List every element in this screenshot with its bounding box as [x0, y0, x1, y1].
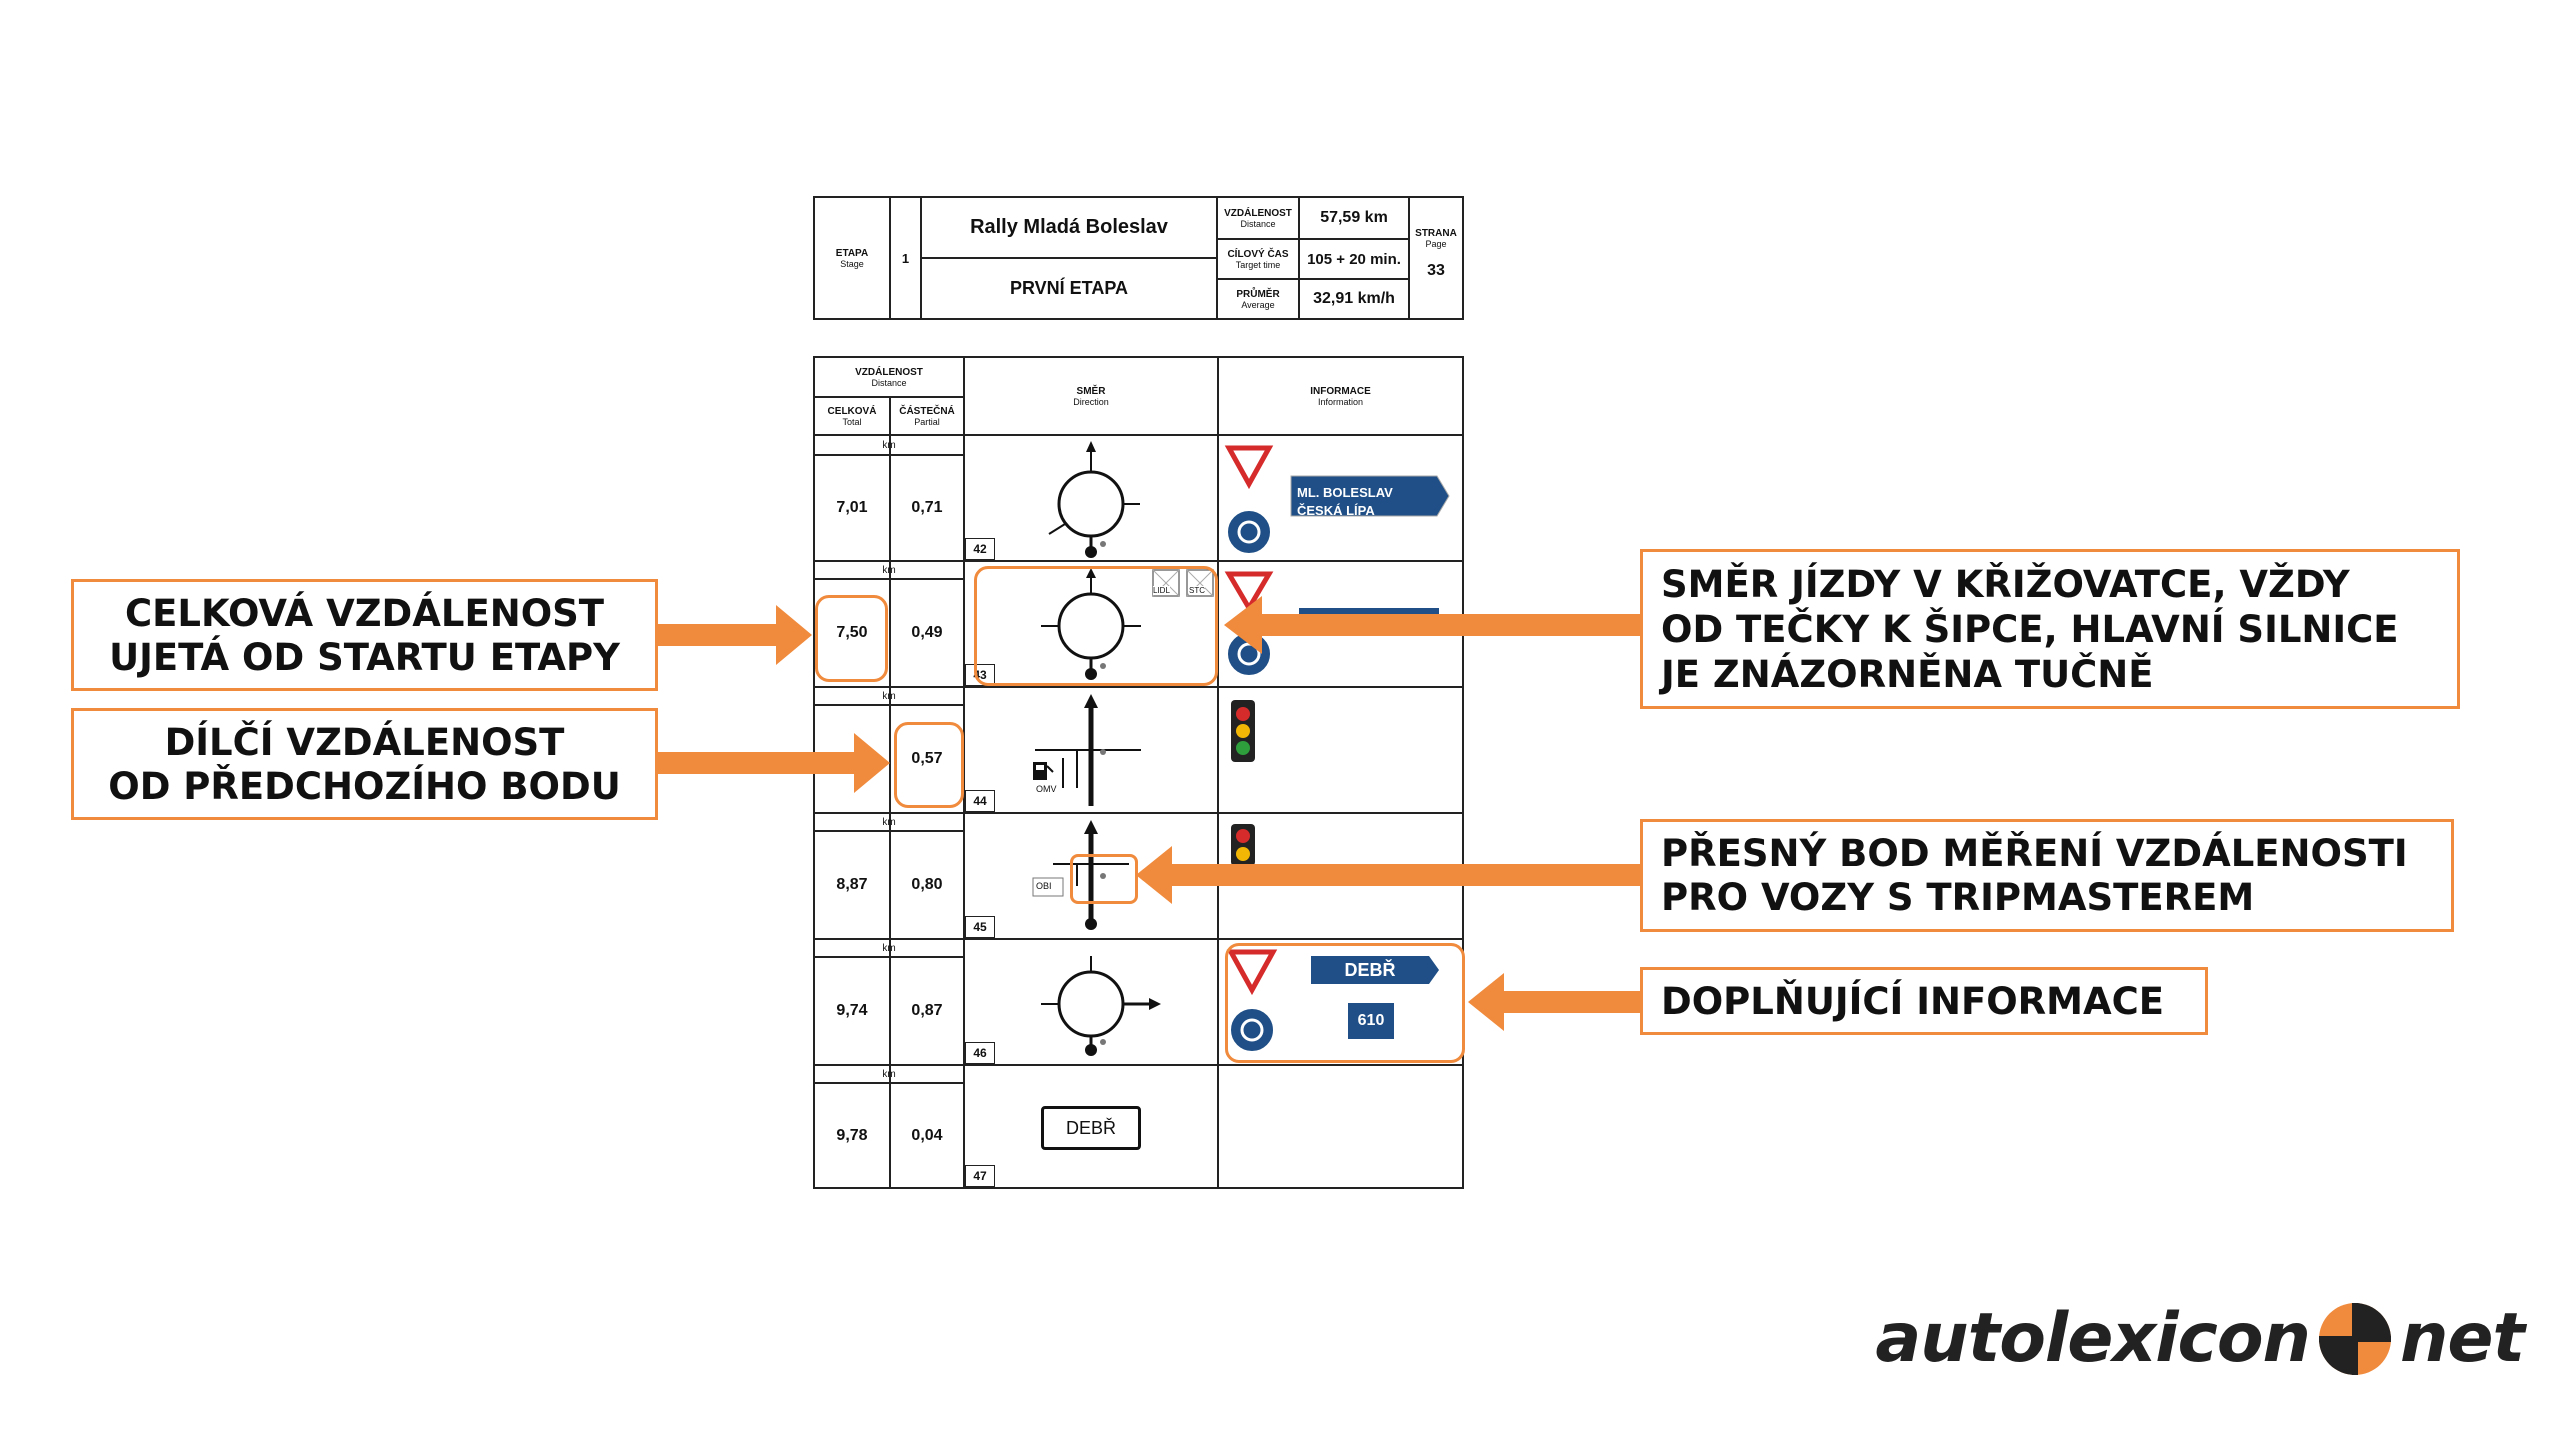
row-total: 7,01 — [836, 499, 868, 516]
etapa-value: 1 — [901, 250, 910, 266]
autolexicon-logo: autolexicon net — [1875, 1299, 2525, 1378]
unit-label: km — [882, 690, 896, 702]
callout-tripmaster: PŘESNÝ BOD MĚŘENÍ VZDÁLENOSTI PRO VOZY S… — [1640, 819, 2454, 932]
row-total: 8,87 — [836, 876, 868, 893]
row-partial: 0,49 — [911, 624, 943, 641]
road-number-sign: 610 — [1357, 1012, 1385, 1029]
direction-sign-text: ML. BOLESLAV ČESKÁ LÍPA — [1297, 485, 1393, 518]
distance-value: 57,59 km — [1320, 209, 1388, 226]
partial-highlight — [894, 722, 964, 808]
row-partial: 0,87 — [911, 1002, 943, 1019]
stage-name: PRVNÍ ETAPA — [1009, 278, 1129, 298]
row-index: 44 — [965, 790, 995, 812]
target-value: 105 + 20 min. — [1307, 250, 1401, 268]
traffic-light-icon — [1231, 700, 1255, 762]
roundabout-diagram — [1048, 441, 1140, 558]
obi-label: OBI — [1036, 881, 1052, 891]
stc-label: STC — [1189, 586, 1205, 595]
destination-sign: DEBŘ — [1344, 959, 1396, 980]
row-index: 42 — [965, 538, 995, 560]
junction-diagram — [1032, 820, 1129, 930]
callout-partial-distance: DÍLČÍ VZDÁLENOST OD PŘEDCHOZÍHO BODU — [71, 708, 658, 820]
direction-highlight — [974, 566, 1218, 686]
row-total: 7,50 — [836, 624, 868, 641]
page-value: 33 — [1427, 262, 1445, 279]
info-highlight — [1225, 943, 1465, 1063]
average-value: 32,91 km/h — [1313, 290, 1395, 307]
stage-header-table: ETAPA Stage 1 Rally Mladá Boleslav PRVNÍ… — [813, 196, 1464, 320]
row-partial: 0,71 — [911, 499, 943, 516]
unit-label: km — [882, 816, 896, 828]
yield-roundabout-signs — [1224, 445, 1450, 555]
traffic-light-icon — [1231, 824, 1255, 866]
row-index: 47 — [965, 1165, 995, 1187]
omv-label: OMV — [1036, 784, 1057, 794]
row-partial: 0,57 — [911, 750, 943, 767]
row-partial: 0,04 — [911, 1126, 943, 1144]
unit-label: km — [882, 1068, 896, 1080]
rally-name: Rally Mladá Boleslav — [970, 216, 1168, 238]
unit-label: km — [882, 942, 896, 954]
unit-label: km — [882, 439, 896, 451]
callout-total-distance: CELKOVÁ VZDÁLENOST UJETÁ OD STARTU ETAPY — [71, 579, 658, 691]
row-index: 46 — [965, 1042, 995, 1064]
tripmaster-highlight — [1070, 854, 1138, 904]
row-index: 45 — [965, 916, 995, 938]
town-sign: DEBŘ — [1041, 1106, 1141, 1150]
row-total: 9,78 — [836, 1126, 868, 1144]
junction-diagram — [1033, 694, 1141, 806]
yield-roundabout-signs — [1226, 949, 1439, 1053]
unit-label: km — [882, 564, 896, 576]
row-partial: 0,80 — [911, 876, 943, 893]
total-highlight — [815, 595, 888, 682]
callout-direction: SMĚR JÍZDY V KŘIŽOVATCE, VŽDY OD TEČKY K… — [1640, 549, 2460, 709]
logo-emblem-icon — [2318, 1302, 2391, 1375]
row-total: 9,74 — [836, 1002, 868, 1019]
callout-extra-info: DOPLŇUJÍCÍ INFORMACE — [1640, 967, 2208, 1035]
lidl-label: LIDL — [1153, 586, 1170, 595]
roundabout-diagram — [1041, 956, 1161, 1056]
etapa-label: ETAPA Stage — [835, 247, 869, 269]
